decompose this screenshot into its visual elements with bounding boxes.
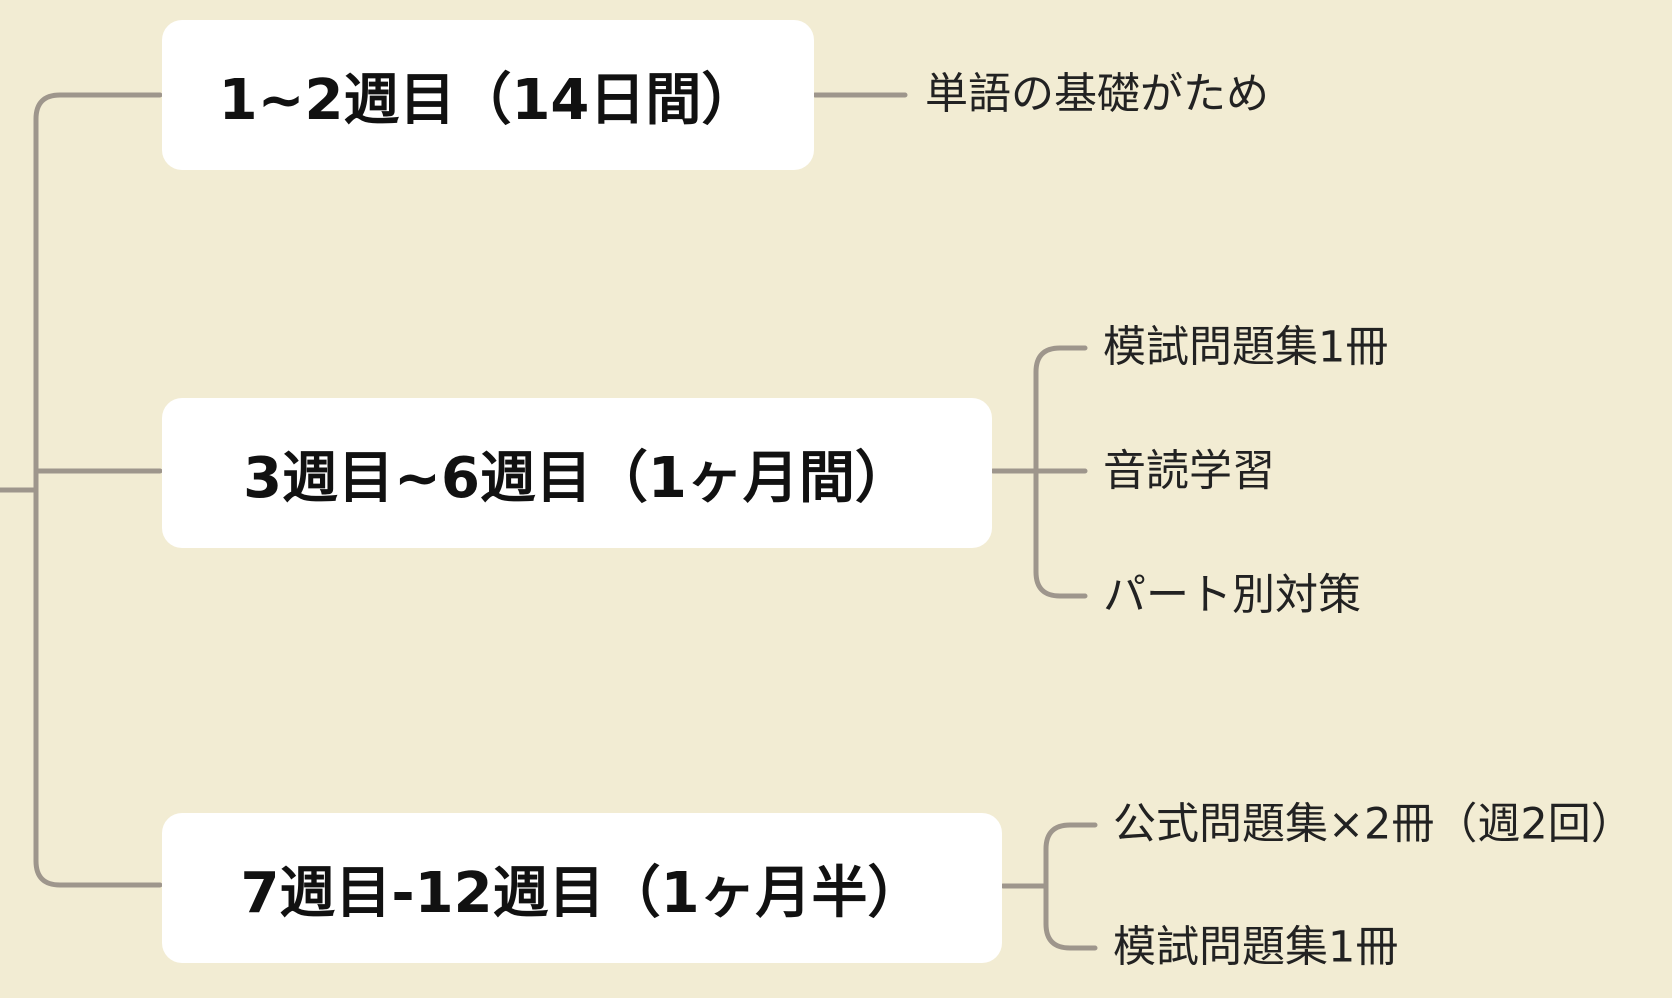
phase-node-1[interactable]: 1~2週目（14日間） — [162, 20, 814, 170]
phase-2-task-1: 模試問題集1冊 — [1103, 322, 1389, 373]
phase-3-task-1: 公式問題集×2冊（週2回） — [1113, 799, 1634, 850]
phase-3-bracket-line — [1043, 822, 1098, 951]
phase-2-title: 3週目~6週目（1ヶ月間） — [243, 445, 911, 511]
phase-1-title: 1~2週目（14日間） — [218, 67, 758, 133]
phase-3-title: 7週目-12週目（1ヶ月半） — [240, 860, 924, 926]
phase-node-3[interactable]: 7週目-12週目（1ヶ月半） — [162, 813, 1002, 963]
phase-node-2[interactable]: 3週目~6週目（1ヶ月間） — [162, 398, 992, 548]
phase-3-task-2: 模試問題集1冊 — [1113, 922, 1399, 973]
phase-2-task-2: 音読学習 — [1103, 446, 1275, 497]
phase-1-task-1: 単語の基礎がため — [925, 69, 1269, 120]
phase-2-task-3: パート別対策 — [1103, 570, 1361, 621]
main-spine-line — [33, 92, 163, 888]
